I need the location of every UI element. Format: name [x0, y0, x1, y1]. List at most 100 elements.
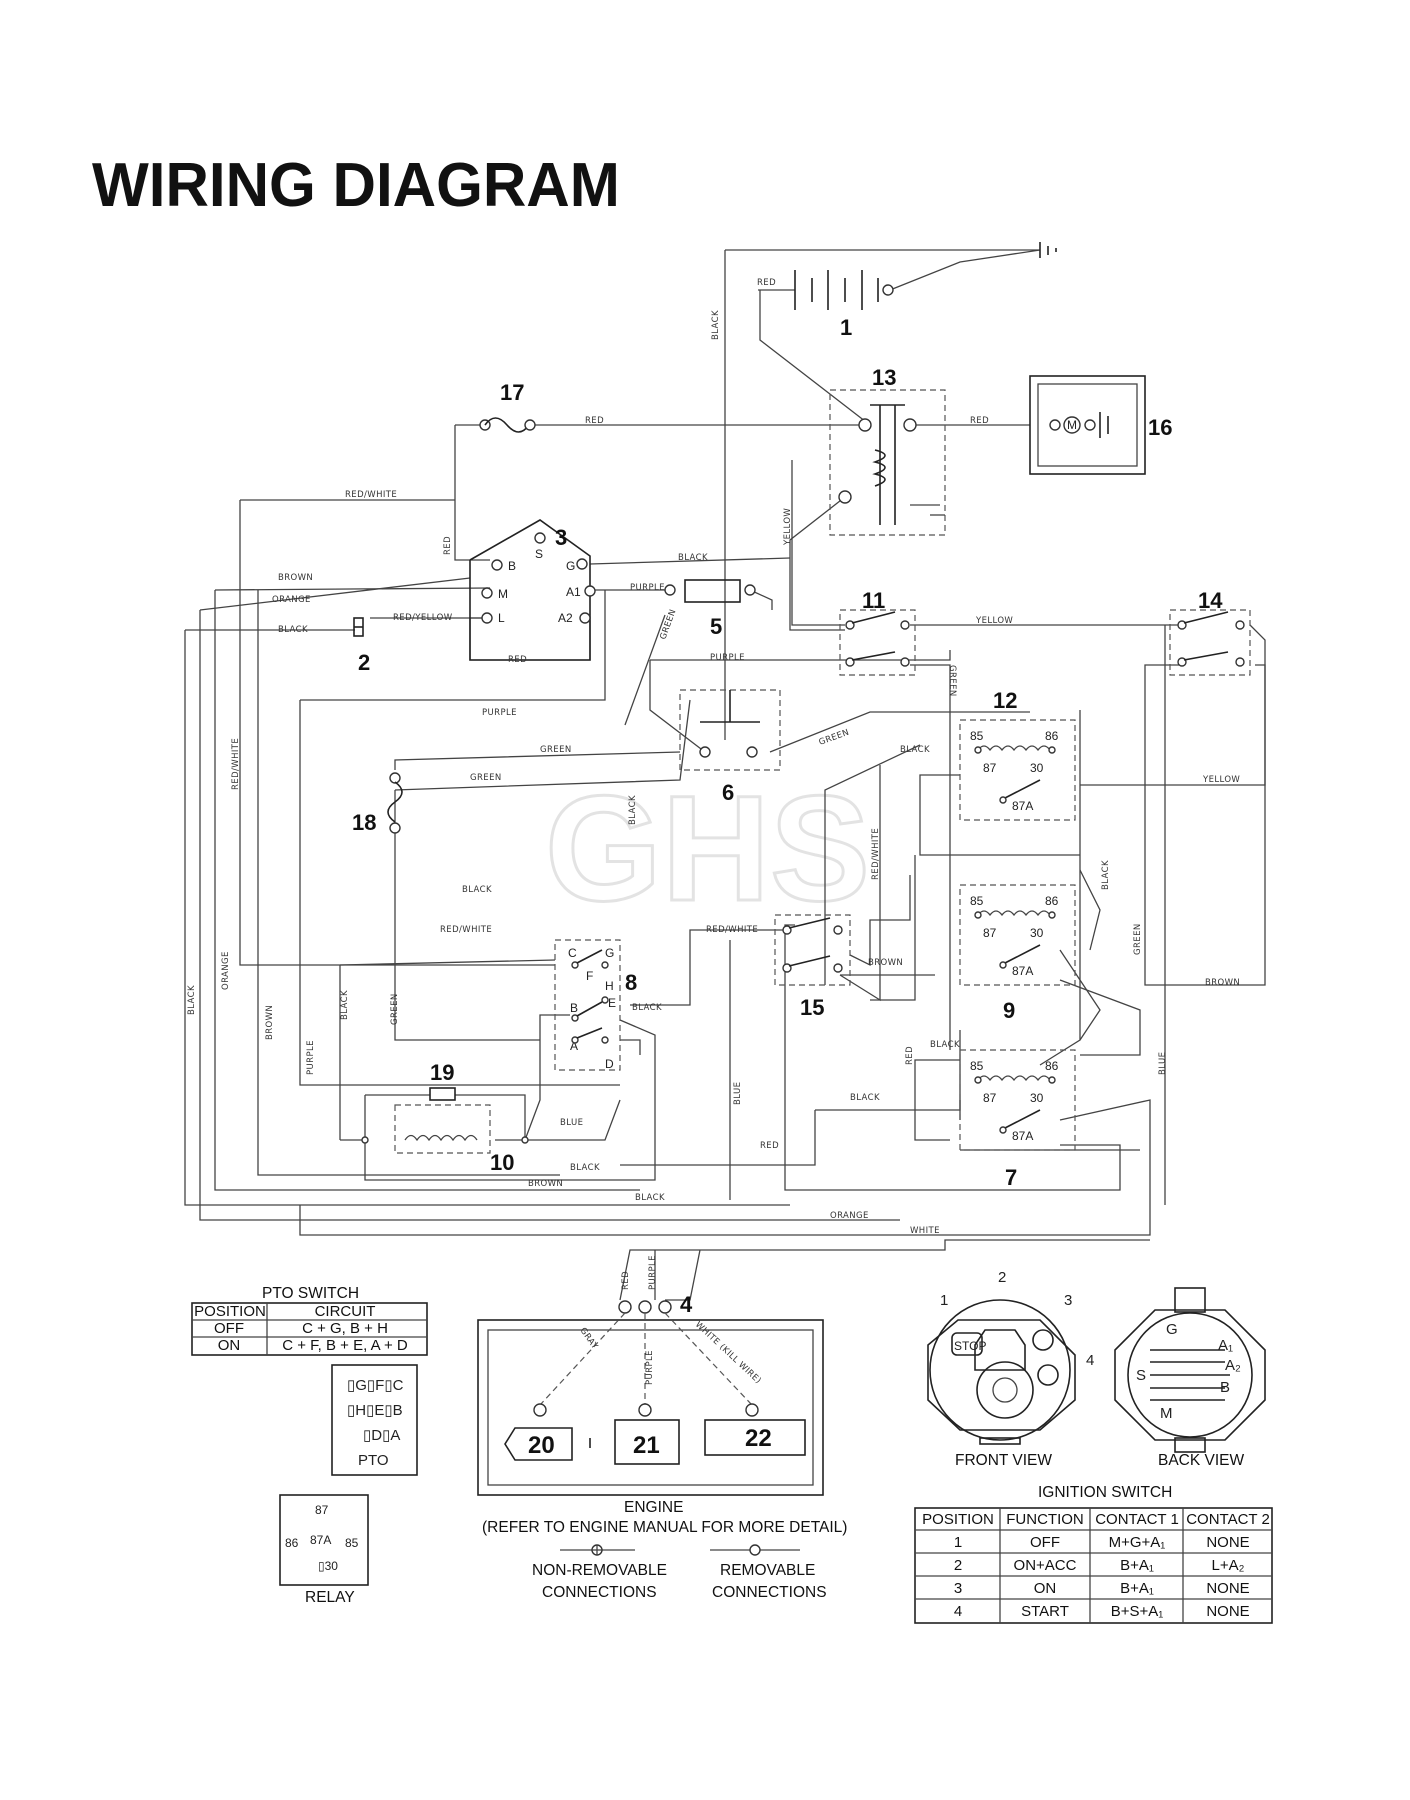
engine-block: 20 21 22 GRAY PURPLE WHITE (KILL WIRE) E… — [477, 1312, 847, 1536]
switch-15 — [774, 914, 851, 986]
svg-text:17: 17 — [500, 380, 524, 405]
svg-text:CONTACT 1: CONTACT 1 — [1095, 1511, 1179, 1528]
svg-text:BLACK: BLACK — [570, 1163, 600, 1173]
ignition-table: POSITION FUNCTION CONTACT 1 CONTACT 2 1 … — [914, 1507, 1273, 1624]
switch-14 — [1169, 609, 1251, 676]
svg-text:13: 13 — [872, 365, 896, 390]
svg-text:BLACK: BLACK — [462, 885, 492, 895]
connection-legend: NON-REMOVABLE CONNECTIONS REMOVABLE CONN… — [532, 1544, 827, 1601]
svg-text:M+G+A₁: M+G+A₁ — [1109, 1534, 1166, 1551]
svg-text:2: 2 — [954, 1557, 962, 1574]
pto-switch-table: PTO SWITCH POSITION CIRCUIT OFF C + G, B… — [191, 1285, 428, 1356]
svg-text:BLACK: BLACK — [635, 1193, 665, 1203]
svg-text:BLACK: BLACK — [632, 1003, 662, 1013]
svg-text:M: M — [498, 587, 508, 601]
svg-text:BLUE: BLUE — [560, 1118, 583, 1128]
svg-text:B+A₁: B+A₁ — [1120, 1557, 1154, 1574]
svg-text:14: 14 — [1198, 588, 1223, 613]
svg-text:BLACK: BLACK — [930, 1040, 960, 1050]
svg-text:BLACK: BLACK — [678, 553, 708, 563]
ignition-title: IGNITION SWITCH — [1038, 1484, 1172, 1501]
svg-text:ON: ON — [218, 1337, 241, 1354]
svg-text:F: F — [586, 969, 593, 983]
svg-text:RED: RED — [443, 536, 453, 555]
svg-text:NONE: NONE — [1206, 1580, 1249, 1597]
svg-text:▯G▯F▯C: ▯G▯F▯C — [347, 1377, 404, 1394]
svg-text:PURPLE: PURPLE — [648, 1255, 658, 1290]
svg-text:BLACK: BLACK — [900, 745, 930, 755]
svg-text:POSITION: POSITION — [194, 1303, 266, 1320]
svg-text:ORANGE: ORANGE — [272, 595, 311, 605]
svg-text:87: 87 — [983, 1091, 997, 1105]
svg-text:4: 4 — [954, 1603, 962, 1620]
svg-text:BLACK: BLACK — [1101, 860, 1111, 890]
svg-text:1: 1 — [840, 315, 852, 340]
svg-text:B: B — [570, 1001, 578, 1015]
starter-motor: M — [1029, 375, 1146, 475]
svg-text:12: 12 — [993, 688, 1017, 713]
pto-switch-schematic: C G F H E B A D — [554, 939, 621, 1071]
svg-text:2: 2 — [358, 650, 370, 675]
svg-text:BLACK: BLACK — [711, 310, 721, 340]
page-title: WIRING DIAGRAM — [92, 151, 620, 220]
svg-text:3: 3 — [555, 525, 567, 550]
svg-text:16: 16 — [1148, 415, 1172, 440]
svg-text:PURPLE: PURPLE — [306, 1040, 316, 1075]
svg-text:87A: 87A — [1012, 799, 1033, 813]
svg-text:NONE: NONE — [1206, 1603, 1249, 1620]
svg-text:20: 20 — [528, 1432, 555, 1459]
engine-label: ENGINE — [624, 1499, 683, 1516]
svg-text:19: 19 — [430, 1060, 454, 1085]
pto-table-title: PTO SWITCH — [262, 1285, 359, 1302]
svg-text:87: 87 — [983, 761, 997, 775]
svg-text:3: 3 — [954, 1580, 962, 1597]
svg-text:RED/WHITE: RED/WHITE — [871, 828, 881, 880]
engine-connectors — [618, 1300, 672, 1314]
svg-text:▯30: ▯30 — [318, 1559, 338, 1573]
svg-text:A₁: A₁ — [1218, 1337, 1233, 1354]
hour-meter — [664, 579, 756, 603]
svg-text:30: 30 — [1030, 926, 1044, 940]
svg-text:9: 9 — [1003, 998, 1015, 1023]
svg-text:G: G — [605, 946, 614, 960]
svg-text:RED/WHITE: RED/WHITE — [706, 925, 758, 935]
svg-text:GREEN: GREEN — [1133, 923, 1143, 955]
svg-text:86: 86 — [1045, 729, 1059, 743]
svg-text:3: 3 — [1064, 1292, 1072, 1309]
pto-key: ▯G▯F▯C ▯H▯E▯B ▯D▯A PTO — [331, 1364, 418, 1476]
svg-text:10: 10 — [490, 1150, 514, 1175]
svg-text:86: 86 — [1045, 894, 1059, 908]
svg-text:▯D▯A: ▯D▯A — [363, 1427, 400, 1444]
svg-text:85: 85 — [345, 1536, 359, 1550]
svg-text:30: 30 — [1030, 1091, 1044, 1105]
fuse-17 — [479, 417, 536, 433]
svg-text:M: M — [1067, 418, 1077, 432]
svg-text:FUNCTION: FUNCTION — [1006, 1511, 1084, 1528]
svg-text:A: A — [570, 1039, 578, 1053]
svg-text:86: 86 — [285, 1536, 299, 1550]
ignition-switch-schematic: S B M L G A1 A2 — [469, 519, 596, 661]
svg-text:CIRCUIT: CIRCUIT — [315, 1303, 376, 1320]
svg-text:GREEN: GREEN — [470, 773, 502, 783]
svg-text:85: 85 — [970, 729, 984, 743]
svg-text:RED: RED — [585, 416, 604, 426]
svg-text:ON+ACC: ON+ACC — [1014, 1557, 1077, 1574]
engine-note: (REFER TO ENGINE MANUAL FOR MORE DETAIL) — [482, 1519, 847, 1536]
relay-9: 85 86 87 30 87A — [959, 884, 1076, 986]
svg-text:RED: RED — [905, 1046, 915, 1065]
svg-text:BLUE: BLUE — [733, 1082, 743, 1105]
svg-text:PURPLE: PURPLE — [710, 653, 745, 663]
svg-text:A₂: A₂ — [1225, 1357, 1241, 1374]
svg-text:L: L — [498, 611, 505, 625]
svg-text:RED: RED — [757, 278, 776, 288]
svg-text:B+A₁: B+A₁ — [1120, 1580, 1154, 1597]
svg-text:RED: RED — [621, 1271, 631, 1290]
svg-text:CONNECTIONS: CONNECTIONS — [542, 1584, 657, 1601]
svg-text:6: 6 — [722, 780, 734, 805]
battery — [794, 242, 1057, 310]
svg-text:BROWN: BROWN — [1205, 978, 1240, 988]
svg-text:M: M — [1160, 1405, 1173, 1422]
svg-text:85: 85 — [970, 894, 984, 908]
seat-switch — [679, 689, 781, 771]
svg-text:18: 18 — [352, 810, 376, 835]
